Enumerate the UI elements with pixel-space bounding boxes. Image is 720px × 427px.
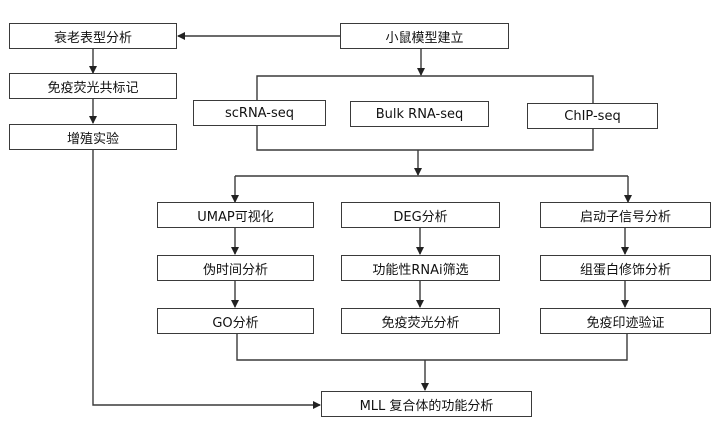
node-label: 免疫荧光分析 (381, 315, 460, 331)
node-pseudotime: 伪时间分析 (157, 255, 314, 281)
node-mouse-model: 小鼠模型建立 (340, 23, 509, 49)
node-rnai: 功能性RNAi筛选 (341, 255, 500, 281)
node-immunofluorescence-colabel: 免疫荧光共标记 (9, 73, 177, 99)
branch-bottom (256, 125, 594, 151)
node-label: 伪时间分析 (202, 262, 268, 278)
node-final: MLL 复合体的功能分析 (321, 391, 532, 417)
node-label: UMAP可视化 (197, 209, 274, 225)
node-umap: UMAP可视化 (157, 202, 314, 228)
node-label: 组蛋白修饰分析 (579, 262, 671, 278)
node-label: MLL 复合体的功能分析 (359, 398, 494, 414)
node-histone: 组蛋白修饰分析 (540, 255, 711, 281)
node-label: 免疫印迹验证 (586, 315, 665, 331)
node-bulk-rna-seq: Bulk RNA-seq (350, 101, 489, 127)
node-label: Bulk RNA-seq (375, 106, 464, 122)
node-go: GO分析 (157, 308, 314, 334)
node-label: 衰老表型分析 (53, 30, 132, 46)
branch-join-bottom (236, 333, 628, 361)
node-label: 增殖实验 (66, 131, 119, 147)
branch-top (256, 75, 594, 103)
node-label: GO分析 (212, 315, 259, 331)
node-senescence: 衰老表型分析 (9, 23, 177, 49)
node-promoter: 启动子信号分析 (540, 202, 711, 228)
node-label: 小鼠模型建立 (385, 30, 464, 46)
node-label: 启动子信号分析 (579, 209, 671, 225)
node-proliferation: 增殖实验 (9, 124, 177, 150)
node-label: ChIP-seq (564, 108, 621, 124)
node-label: 功能性RNAi筛选 (372, 262, 469, 278)
edge-proliferation-to-final (92, 149, 321, 409)
node-chip-seq: ChIP-seq (527, 103, 658, 129)
node-label: DEG分析 (393, 209, 448, 225)
node-label: 免疫荧光共标记 (47, 80, 139, 96)
node-deg: DEG分析 (341, 202, 500, 228)
node-label: scRNA-seq (225, 105, 294, 121)
node-if-analysis: 免疫荧光分析 (341, 308, 500, 334)
node-scrna-seq: scRNA-seq (193, 100, 326, 126)
node-western: 免疫印迹验证 (540, 308, 711, 334)
